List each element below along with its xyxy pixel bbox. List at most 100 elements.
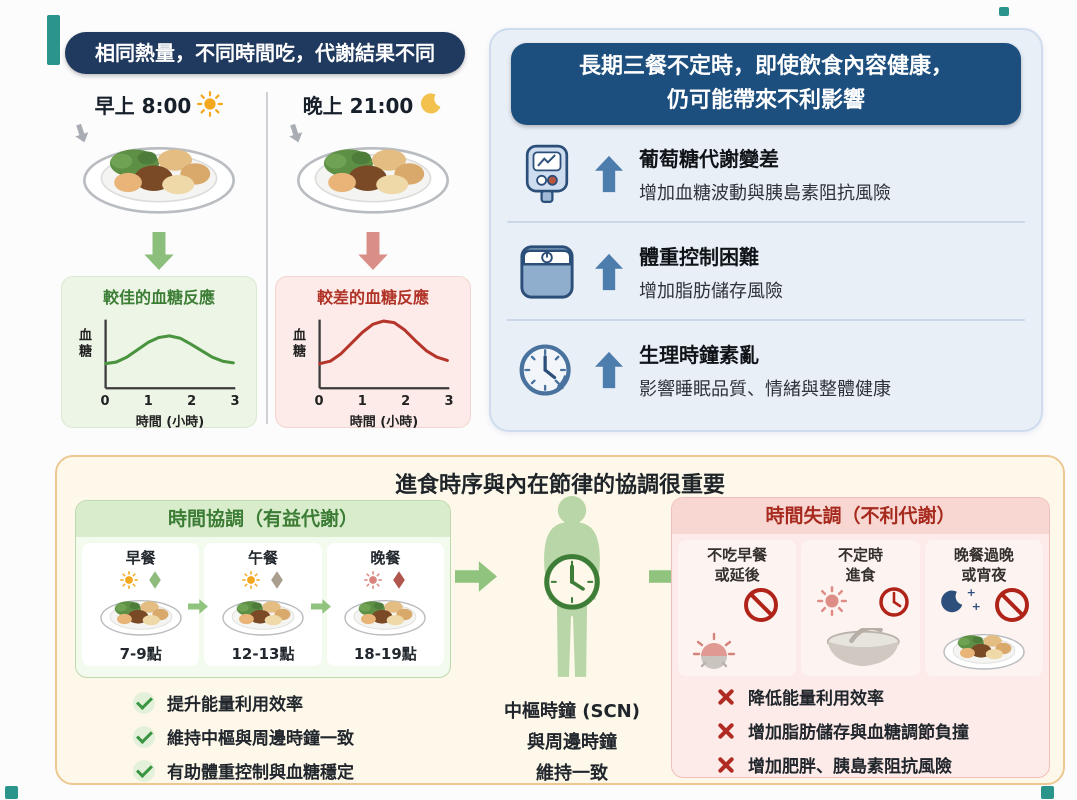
sun-icon (197, 91, 223, 117)
morning-time-row: 早上 8:00 (57, 88, 261, 120)
sunrise-blocked-icon (692, 632, 736, 669)
glucose-meter-icon (515, 143, 579, 205)
sun-icon (120, 571, 138, 589)
better-glucose-title: 較佳的血糖反應 (102, 288, 215, 307)
meal-plate-icon (937, 625, 1031, 673)
meal-name: 晚餐 (370, 549, 401, 567)
better-glucose-card: 較佳的血糖反應 血糖 0 1 2 3 時間 (小時) (61, 276, 257, 430)
risk-item: 增加肥胖、胰島素阻抗風險 (716, 752, 1049, 777)
panel-timing-rhythm: 進食時序與內在節律的協調很重要 時間協調（有益代謝） 早餐 7-9點 午餐 (55, 455, 1065, 785)
sparkle-icon: + (971, 599, 981, 613)
pink-sun-icon (817, 585, 848, 616)
risk-texts: 生理時鐘素亂 影響睡眠品質、情緒與整體健康 (639, 339, 891, 401)
risk-row-glucose: 葡萄糖代謝變差 增加血糖波動與胰島素阻抗風險 (491, 125, 1041, 221)
human-figure-with-clock (509, 493, 635, 695)
right-arrow-icon (311, 599, 331, 614)
panel-irregular-meals-risks: 長期三餐不定時，即使飲食內容健康， 仍可能帶來不利影響 葡萄糖代謝變差 增加血糖… (489, 28, 1043, 432)
evening-time-row: 晚上 21:00 (271, 88, 475, 120)
y-axis-label: 血糖 (76, 328, 91, 360)
central-clock-caption: 中樞時鐘 (SCN) 與周邊時鐘 維持一致 (504, 701, 640, 784)
glucose-curve-bad (318, 319, 450, 390)
evening-column: 晚上 21:00 較差的血糖反應 血糖 (271, 88, 475, 430)
column-divider (266, 92, 268, 424)
risk-title: 葡萄糖代謝變差 (639, 146, 779, 171)
prohibition-icon (994, 587, 1029, 622)
glucose-curve-good (104, 319, 236, 390)
risk-desc: 影響睡眠品質、情緒與整體健康 (639, 378, 891, 400)
sun-icon (242, 571, 260, 589)
bad-card-irregular-eating: 不定時 進食 (801, 540, 920, 676)
prohibition-icon (744, 587, 779, 622)
check-icon (133, 725, 155, 748)
risk-texts: 體重控制困難 增加脂肪儲存風險 (639, 241, 783, 303)
risk-desc: 增加脂肪儲存風險 (639, 280, 783, 302)
time-misaligned-box: 時間失調（不利代謝） 不吃早餐 或延後 (671, 497, 1050, 778)
meal-icons (84, 569, 197, 591)
x-icon (716, 721, 736, 741)
empty-bowl-icon (827, 627, 901, 666)
header-line-2: 仍可能帶來不利影響 (666, 88, 865, 113)
clock-icon (515, 340, 579, 400)
meal-time: 18-19點 (353, 645, 417, 663)
risk-desc: 增加血糖波動與胰島素阻抗風險 (639, 182, 891, 204)
meal-card-lunch: 午餐 12-13點 (204, 543, 322, 666)
risk-row-circadian: 生理時鐘素亂 影響睡眠品質、情緒與整體健康 (491, 321, 1041, 417)
header-line-1: 長期三餐不定時，即使飲食內容健康， (578, 53, 953, 79)
small-gray-arrow-icon (75, 123, 89, 143)
risk-item: 降低能量利用效率 (716, 684, 1049, 709)
meal-name: 午餐 (247, 549, 278, 567)
right-arrow-icon (188, 599, 208, 614)
meal-plate-icon (341, 591, 429, 639)
down-arrow-red-icon (357, 232, 389, 270)
row-divider (507, 221, 1025, 223)
evening-plate (289, 123, 453, 224)
glucose-chart-evening: 血糖 0 1 2 3 時間 (小時) (287, 312, 459, 430)
panel-right-header: 長期三餐不定時，即使飲食內容健康， 仍可能帶來不利影響 (511, 43, 1021, 125)
x-axis-ticks: 0 1 2 3 (100, 394, 240, 409)
time-misaligned-header: 時間失調（不利代謝） (672, 498, 1049, 534)
sparkle-icon: + (966, 585, 976, 599)
diamond-icon (148, 571, 162, 589)
morning-plate (75, 123, 239, 224)
small-gray-arrow-icon (289, 123, 303, 143)
glucose-chart-morning: 血糖 0 1 2 3 時間 (小時) (73, 312, 245, 430)
bad-card-late-dinner: 晚餐過晚 或宵夜 + + (924, 540, 1043, 676)
benefits-list: 提升能量利用效率 維持中樞與周邊時鐘一致 有助體重控制與血糖穩定 (75, 690, 451, 792)
evening-time-label: 晚上 21:00 (302, 93, 414, 118)
up-arrow-icon (595, 252, 623, 292)
check-icon (133, 759, 155, 782)
meal-time: 7-9點 (119, 645, 162, 663)
worse-glucose-title: 較差的血糖反應 (316, 288, 429, 307)
row-divider (507, 319, 1025, 321)
time-aligned-box: 時間協調（有益代謝） 早餐 7-9點 午餐 (75, 500, 451, 678)
x-icon (716, 755, 736, 775)
up-arrow-icon (595, 154, 623, 194)
morning-time-label: 早上 8:00 (94, 93, 192, 118)
meal-plate-icon (219, 591, 307, 639)
meal-cards: 早餐 7-9點 午餐 12-13點 (76, 537, 450, 672)
risk-item: 增加脂肪儲存與血糖調節負撞 (716, 718, 1049, 743)
red-clock-icon (878, 586, 909, 617)
benefit-item: 有助體重控制與血糖穩定 (133, 758, 451, 783)
benefit-item: 維持中樞與周邊時鐘一致 (133, 724, 451, 749)
y-axis-label: 血糖 (290, 328, 305, 360)
meal-time: 12-13點 (231, 645, 295, 663)
meal-plate-icon (293, 130, 453, 220)
risk-title: 體重控制困難 (639, 244, 759, 269)
bad-card-skip-breakfast: 不吃早餐 或延後 (678, 540, 797, 676)
teal-crop-mark (47, 15, 60, 65)
weight-scale-icon (515, 243, 579, 301)
down-arrow-green-icon (143, 232, 175, 270)
diamond-icon (270, 571, 284, 589)
meal-plate-icon (97, 591, 185, 639)
panel-same-calories-different-time: 相同熱量，不同時間吃，代謝結果不同 早上 8:00 較佳的血糖反應 (55, 28, 475, 440)
x-icon (716, 687, 736, 707)
teal-crop-mark (1041, 786, 1054, 799)
risk-title: 生理時鐘素亂 (639, 342, 759, 367)
sun-icon (364, 571, 382, 589)
time-aligned-header: 時間協調（有益代謝） (76, 501, 450, 537)
bottom-panel-title: 進食時序與內在節律的協調很重要 (394, 473, 725, 498)
morning-column: 早上 8:00 較佳的血糖反應 血糖 (57, 88, 261, 430)
meal-card-dinner: 晚餐 18-19點 (326, 543, 444, 666)
